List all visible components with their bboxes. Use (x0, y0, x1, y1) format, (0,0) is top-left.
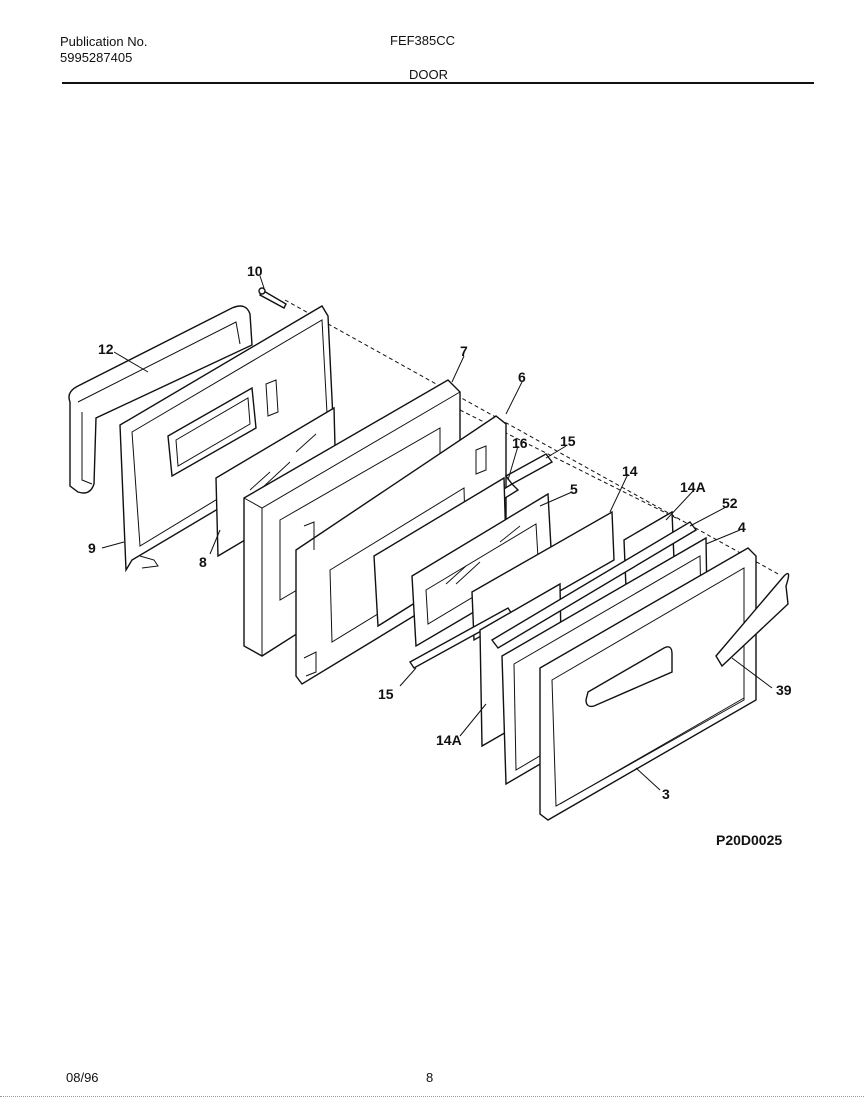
callout-8: 8 (199, 554, 207, 570)
callout-4: 4 (738, 519, 746, 535)
part-5-middle-glass (373, 476, 553, 648)
callout-10: 10 (247, 263, 263, 279)
callout-39: 39 (776, 682, 792, 698)
leader-lines (101, 275, 773, 791)
part-12-gasket (68, 305, 253, 494)
assembly-axis-mid (459, 409, 681, 521)
callout-15-bottom: 15 (378, 686, 394, 702)
part-3-outer-door (539, 547, 757, 821)
callout-52: 52 (722, 495, 738, 511)
publication-label: Publication No. (60, 34, 148, 49)
callout-7: 7 (460, 343, 468, 359)
section-title: DOOR (409, 67, 448, 82)
publication-number: 5995287405 (60, 50, 133, 65)
page-number: 8 (426, 1070, 434, 1085)
callout-14a-bottom: 14A (436, 732, 462, 748)
callout-9: 9 (88, 540, 96, 556)
callout-14: 14 (622, 463, 638, 479)
callout-6: 6 (518, 369, 526, 385)
part-10-screw (258, 287, 287, 309)
part-39-handle (715, 572, 790, 668)
callout-16: 16 (512, 435, 528, 451)
model-number: FEF385CC (390, 33, 456, 48)
callout-14a-top: 14A (680, 479, 706, 495)
bottom-rule (0, 1096, 864, 1097)
assembly-axis-top (284, 299, 781, 576)
callout-15-top: 15 (560, 433, 576, 449)
callout-3: 3 (662, 786, 670, 802)
footer-date: 08/96 (66, 1070, 99, 1085)
part-52-trim (490, 521, 698, 649)
figure-code: P20D0025 (716, 832, 783, 848)
header-rule (62, 82, 814, 84)
callout-5: 5 (570, 481, 578, 497)
callout-12: 12 (98, 341, 114, 357)
